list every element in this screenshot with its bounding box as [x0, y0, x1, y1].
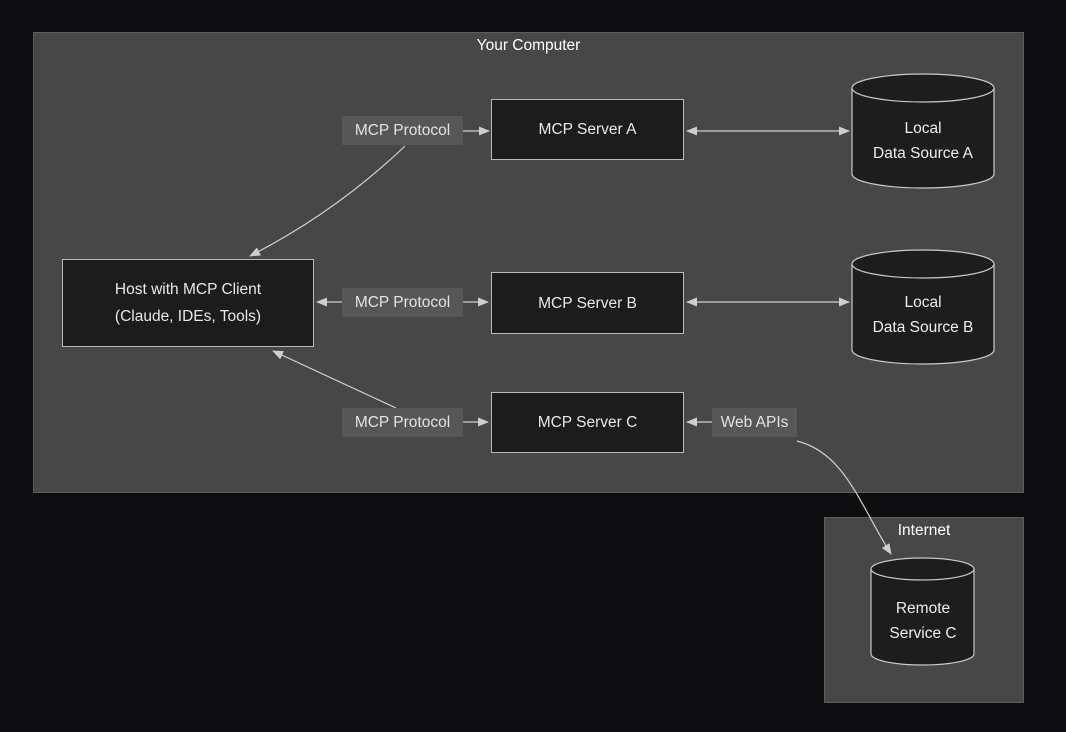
local-data-source-b-line2: Data Source B — [872, 319, 974, 336]
node-mcp-server-a: MCP Server A — [491, 99, 684, 160]
edge-label-mcp-protocol-c: MCP Protocol — [342, 408, 463, 437]
group-title-your-computer: Your Computer — [476, 37, 581, 54]
local-data-source-a-line1: Local — [904, 120, 942, 137]
local-data-source-b-line1: Local — [904, 294, 942, 311]
edge-mcp-protocol-a-to-host — [249, 145, 406, 257]
node-host-with-mcp-client: Host with MCP Client (Claude, IDEs, Tool… — [62, 259, 314, 347]
edge-label-web-apis: Web APIs — [712, 408, 797, 437]
mcp-server-a-label: MCP Server A — [538, 121, 637, 138]
host-label-line2: (Claude, IDEs, Tools) — [114, 308, 262, 325]
edge-label-mcp-protocol-a: MCP Protocol — [342, 116, 463, 145]
edge-label-mcp-protocol-b: MCP Protocol — [342, 288, 463, 317]
edge-mcp-protocol-c-to-host — [272, 350, 397, 409]
local-data-source-b-label: Local Data Source B — [852, 290, 994, 340]
node-mcp-server-c: MCP Server C — [491, 392, 684, 453]
cylinder-local-data-source-b — [851, 249, 995, 365]
local-data-source-a-label: Local Data Source A — [852, 116, 994, 166]
group-title-internet: Internet — [897, 522, 951, 539]
mcp-server-c-label: MCP Server C — [537, 414, 638, 431]
cylinder-remote-service-c — [870, 557, 975, 666]
mcp-server-b-label: MCP Server B — [538, 294, 637, 312]
local-data-source-a-line2: Data Source A — [873, 145, 973, 162]
remote-service-c-line1: Remote — [895, 600, 951, 617]
host-label-line1: Host with MCP Client — [114, 281, 262, 298]
cylinder-local-data-source-a — [851, 73, 995, 189]
remote-service-c-line2: Service C — [889, 625, 957, 642]
remote-service-c-label: Remote Service C — [871, 596, 975, 646]
edge-web-apis-to-remote-service — [796, 440, 892, 555]
node-mcp-server-b: MCP Server B — [491, 272, 684, 334]
